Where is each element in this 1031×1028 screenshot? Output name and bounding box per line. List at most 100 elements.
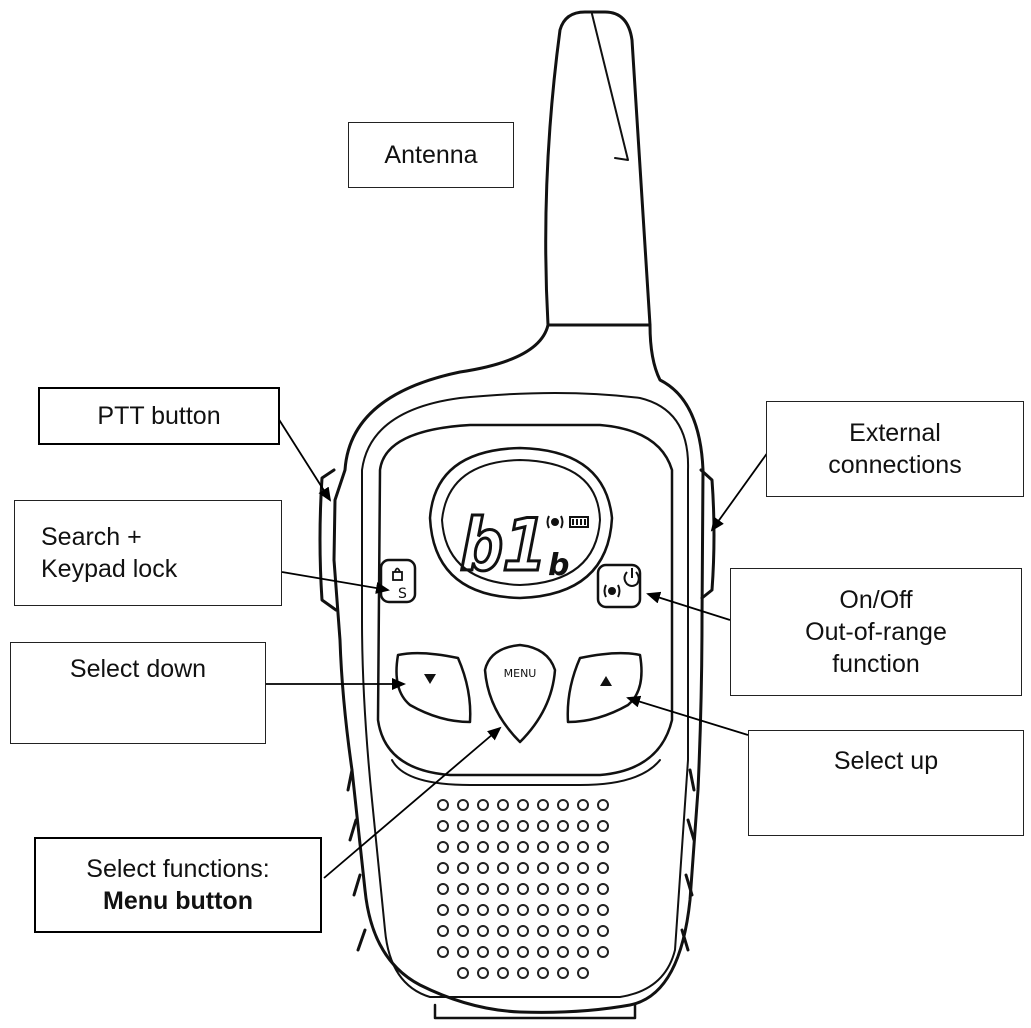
speaker-hole xyxy=(577,862,589,874)
speaker-hole xyxy=(517,904,529,916)
ptt-key xyxy=(318,468,338,612)
speaker-grille xyxy=(437,799,609,979)
speaker-hole xyxy=(577,904,589,916)
speaker-hole xyxy=(437,841,449,853)
speaker-hole xyxy=(437,820,449,832)
external-leader xyxy=(710,451,769,532)
onoff-label-line3: function xyxy=(832,650,920,678)
menu-leader xyxy=(323,726,502,879)
down-arrow-icon xyxy=(424,674,436,684)
speaker-hole xyxy=(557,925,569,937)
speaker-hole xyxy=(437,862,449,874)
speaker-hole xyxy=(437,799,449,811)
speaker-hole xyxy=(557,883,569,895)
ptt-callout: PTT button xyxy=(38,387,280,445)
bottom-foot xyxy=(433,1003,637,1020)
select-up-callout: Select up xyxy=(748,730,1024,836)
speaker-hole xyxy=(457,799,469,811)
speaker-hole xyxy=(537,925,549,937)
speaker-hole xyxy=(497,799,509,811)
speaker-hole xyxy=(457,862,469,874)
up-arrow-icon xyxy=(600,676,612,686)
menu-callout: Select functions: Menu button xyxy=(34,837,322,933)
speaker-hole xyxy=(537,967,549,979)
menu-key xyxy=(483,643,557,744)
display-channel: b1 xyxy=(460,503,547,587)
speaker-hole xyxy=(537,862,549,874)
power-key xyxy=(596,563,642,609)
onoff-label-line2: Out-of-range xyxy=(805,618,947,646)
speaker-hole xyxy=(497,967,509,979)
search-label-line1: Search + xyxy=(41,523,142,551)
right-grip xyxy=(680,768,696,952)
speaker-hole xyxy=(477,904,489,916)
speaker-hole xyxy=(597,946,609,958)
speaker-hole xyxy=(577,946,589,958)
external-label-line1: External xyxy=(849,419,941,447)
speaker-hole xyxy=(477,946,489,958)
speaker-hole xyxy=(477,799,489,811)
display-bezel xyxy=(428,446,614,600)
external-connections-callout: External connections xyxy=(766,401,1024,497)
speaker-hole xyxy=(577,967,589,979)
speaker-hole xyxy=(517,841,529,853)
antenna-label: Antenna xyxy=(384,141,478,169)
select-up-leader xyxy=(626,695,749,736)
menu-key-label: MENU xyxy=(504,667,537,680)
speaker-hole xyxy=(577,820,589,832)
antenna-seam xyxy=(591,13,629,161)
speaker-hole xyxy=(517,820,529,832)
speaker-hole xyxy=(517,967,529,979)
onoff-label-line1: On/Off xyxy=(839,586,913,614)
speaker-hole xyxy=(457,820,469,832)
speaker-hole xyxy=(477,925,489,937)
speaker-hole xyxy=(557,967,569,979)
speaker-hole xyxy=(557,820,569,832)
ptt-label: PTT button xyxy=(97,402,221,430)
speaker-hole xyxy=(477,862,489,874)
speaker-hole xyxy=(537,841,549,853)
speaker-hole xyxy=(497,925,509,937)
power-icon xyxy=(623,568,640,587)
select-up-label: Select up xyxy=(833,747,939,775)
display-subchannel: b xyxy=(548,548,569,583)
select-down-label: Select down xyxy=(69,655,207,683)
speaker-hole xyxy=(497,841,509,853)
speaker-hole xyxy=(437,946,449,958)
speaker-hole xyxy=(597,883,609,895)
speaker-hole xyxy=(557,904,569,916)
speaker-hole xyxy=(577,841,589,853)
search-label-line2: Keypad lock xyxy=(41,555,178,583)
speaker-hole xyxy=(557,841,569,853)
speaker-hole xyxy=(477,841,489,853)
search-keypad-lock-key xyxy=(379,558,417,604)
search-keypad-lock-callout: Search + Keypad lock xyxy=(14,500,282,606)
search-leader xyxy=(281,571,390,594)
speaker-hole xyxy=(497,904,509,916)
speaker-hole xyxy=(557,862,569,874)
speaker-hole xyxy=(517,883,529,895)
speaker-hole xyxy=(597,925,609,937)
speaker-hole xyxy=(457,925,469,937)
speaker-hole xyxy=(457,946,469,958)
lock-icon xyxy=(392,567,403,581)
ptt-leader xyxy=(277,417,332,502)
body-inner-line xyxy=(361,392,690,998)
speaker-hole xyxy=(497,946,509,958)
speaker-hole xyxy=(517,862,529,874)
speaker-hole xyxy=(577,925,589,937)
speaker-hole xyxy=(517,925,529,937)
select-down-callout: Select down xyxy=(10,642,266,744)
speaker-hole xyxy=(537,883,549,895)
lcd-window xyxy=(441,459,601,586)
speaker-hole xyxy=(537,799,549,811)
speaker-hole xyxy=(477,883,489,895)
speaker-hole xyxy=(557,946,569,958)
speaker-hole xyxy=(537,820,549,832)
menu-label-line2: Menu button xyxy=(103,887,253,915)
speaker-hole xyxy=(537,904,549,916)
speaker-hole xyxy=(517,946,529,958)
speaker-hole xyxy=(437,904,449,916)
speaker-hole xyxy=(537,946,549,958)
